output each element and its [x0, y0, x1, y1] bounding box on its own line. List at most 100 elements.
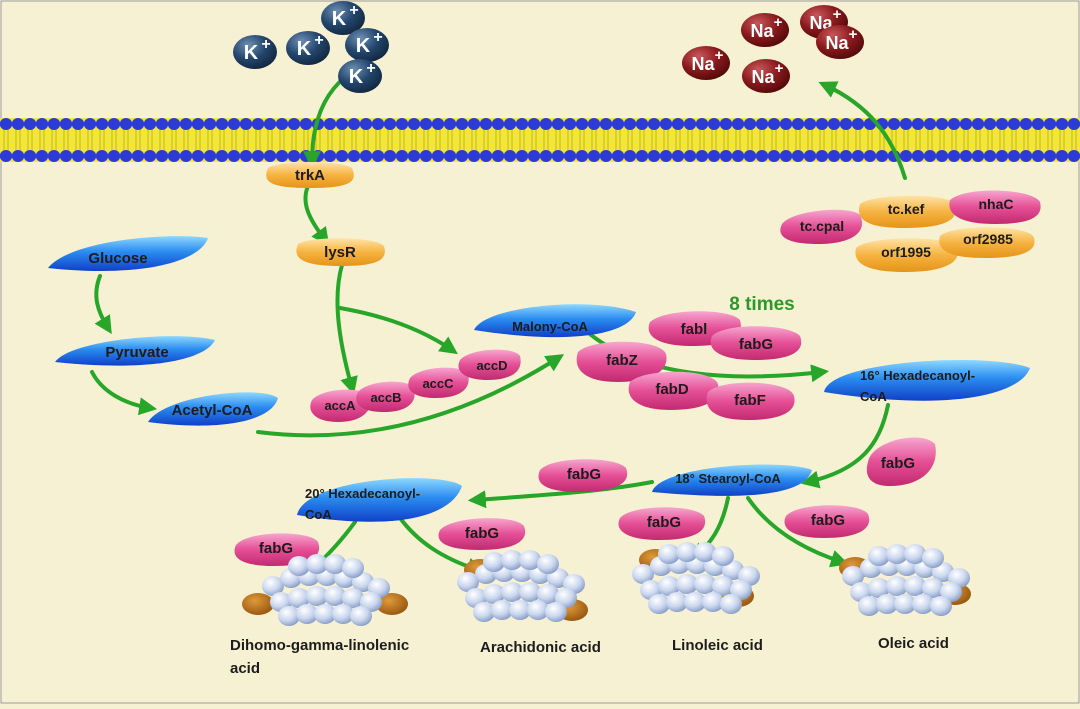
- gene-fabg-lower: fabG: [618, 507, 706, 540]
- svg-text:fabG: fabG: [881, 455, 915, 472]
- svg-text:Na: Na: [751, 67, 775, 87]
- svg-text:accC: accC: [422, 376, 454, 391]
- potassium-ion: K +: [345, 28, 389, 62]
- svg-text:orf2985: orf2985: [963, 231, 1013, 247]
- svg-text:+: +: [314, 32, 323, 49]
- svg-text:K: K: [349, 66, 364, 88]
- gene-accd: accD: [458, 349, 521, 380]
- gene-tc-cpal: tc.cpal: [780, 209, 863, 244]
- product-dihomo-line2: acid: [230, 660, 260, 677]
- arrow-lysr-to-acca: [335, 263, 358, 395]
- malony-coa-node: Malony-CoA: [474, 304, 636, 338]
- pyruvate-node: Pyruvate: [55, 336, 215, 366]
- gene-faff: fabF: [706, 382, 795, 420]
- gene-lysr: lysR: [296, 238, 385, 266]
- svg-text:Pyruvate: Pyruvate: [105, 344, 168, 361]
- gene-accc: accC: [408, 367, 469, 398]
- gene-fabz: fabZ: [576, 341, 667, 382]
- svg-text:K: K: [297, 38, 312, 60]
- svg-text:K: K: [356, 35, 371, 57]
- potassium-ion: K +: [321, 1, 365, 35]
- sodium-ion: Na +: [816, 25, 864, 59]
- fatty-acid-cluster: [839, 544, 971, 616]
- product-linoleic: Linoleic acid: [672, 637, 763, 654]
- hexadecanoyl-16-node: 16° Hexadecanoyl- CoA: [824, 360, 1030, 404]
- gene-nhac: nhaC: [949, 190, 1041, 224]
- glucose-node: Glucose: [48, 236, 208, 272]
- gene-tc-kef: tc.kef: [858, 195, 956, 228]
- fatty-acid-cluster: [457, 550, 588, 622]
- svg-text:fabG: fabG: [567, 466, 601, 483]
- gene-orf2985: orf2985: [939, 227, 1035, 258]
- product-dihomo-line1: Dihomo-gamma-linolenic: [230, 637, 409, 654]
- svg-text:fabG: fabG: [811, 512, 845, 529]
- gene-fabd: fabD: [628, 371, 719, 410]
- svg-text:fabG: fabG: [259, 540, 293, 557]
- svg-text:Na: Na: [750, 21, 774, 41]
- cycle-label: 8 times: [729, 294, 794, 315]
- gene-fabg-center: fabG: [438, 518, 526, 550]
- svg-text:accB: accB: [370, 390, 401, 405]
- svg-text:16° Hexadecanoyl-: 16° Hexadecanoyl-: [860, 368, 975, 383]
- product-labels: Dihomo-gamma-linolenic acid Arachidonic …: [230, 635, 949, 677]
- metabolites: Glucose Pyruvate Acetyl-CoA Malony-CoA 1…: [48, 236, 1030, 522]
- svg-text:+: +: [373, 29, 382, 46]
- potassium-ions: K + K + K + K + K +: [233, 1, 389, 93]
- gene-fabg-top: fabG: [710, 326, 802, 360]
- potassium-ion: K +: [286, 31, 330, 65]
- fatty-acid-cluster: [242, 554, 408, 626]
- sodium-ions: Na + Na + Na + Na + Na +: [682, 5, 864, 93]
- gene-fabg-mid: fabG: [538, 459, 628, 492]
- gene-fabg-right: fabG: [866, 437, 936, 486]
- arrow-pyruvate-to-acetylcoa: [90, 370, 158, 416]
- arrow-acetylcoa-to-malonycoa: [256, 354, 565, 438]
- svg-text:orf1995: orf1995: [881, 244, 931, 260]
- svg-text:trkA: trkA: [295, 167, 325, 184]
- potassium-ion: K +: [338, 59, 382, 93]
- svg-text:20° Hexadecanoyl-: 20° Hexadecanoyl-: [305, 486, 420, 501]
- genes-pink: tc.cpal nhaC accA accB accC accD fabl f: [234, 190, 1041, 566]
- potassium-ion: K +: [233, 35, 277, 69]
- cell-membrane: [0, 118, 1080, 162]
- svg-text:+: +: [849, 26, 858, 43]
- arrow-16-to-stearoyl18: [800, 403, 890, 489]
- svg-text:+: +: [774, 14, 783, 31]
- svg-text:CoA: CoA: [860, 389, 887, 404]
- svg-text:fabD: fabD: [655, 381, 689, 398]
- svg-text:Acetyl-CoA: Acetyl-CoA: [172, 402, 253, 419]
- svg-text:18° Stearoyl-CoA: 18° Stearoyl-CoA: [675, 471, 781, 486]
- acetyl-coa-node: Acetyl-CoA: [148, 392, 278, 426]
- gene-acca: accA: [310, 389, 371, 422]
- svg-text:fabl: fabl: [681, 321, 708, 338]
- svg-text:+: +: [366, 60, 375, 77]
- svg-text:fabG: fabG: [465, 525, 499, 542]
- gene-accb: accB: [356, 381, 415, 412]
- sodium-ion: Na +: [682, 46, 730, 80]
- product-oleic: Oleic acid: [878, 635, 949, 652]
- gene-orf1995: orf1995: [855, 238, 958, 272]
- svg-text:fabF: fabF: [734, 392, 766, 409]
- svg-text:CoA: CoA: [305, 507, 332, 522]
- svg-text:nhaC: nhaC: [979, 196, 1014, 212]
- gene-fabg-lower-right: fabG: [784, 505, 870, 538]
- sodium-ion: Na +: [742, 59, 790, 93]
- svg-text:+: +: [833, 6, 842, 23]
- arrow-transporters-to-na: [818, 81, 907, 180]
- svg-text:Malony-CoA: Malony-CoA: [512, 319, 588, 334]
- fatty-acid-clusters: [242, 542, 971, 626]
- gene-trka: trkA: [266, 162, 354, 188]
- svg-text:K: K: [332, 8, 347, 30]
- arrow-stearoyl18-to-hexadecanoyl20: [467, 480, 654, 509]
- svg-text:+: +: [775, 60, 784, 77]
- arrow-18-to-oleic: [746, 496, 849, 568]
- svg-text:Glucose: Glucose: [88, 250, 147, 267]
- svg-text:fabG: fabG: [647, 514, 681, 531]
- arrow-glucose-to-pyruvate: [94, 274, 112, 335]
- sodium-ion: Na +: [741, 13, 789, 47]
- genes-orange: trkA lysR tc.kef orf1995 orf2985: [266, 162, 1035, 272]
- hexadecanoyl-20-node: 20° Hexadecanoyl- CoA: [297, 478, 462, 522]
- arrow-trka-to-lysr: [303, 184, 330, 246]
- svg-text:tc.cpal: tc.cpal: [800, 218, 844, 234]
- svg-text:+: +: [349, 2, 358, 19]
- svg-text:+: +: [715, 47, 724, 64]
